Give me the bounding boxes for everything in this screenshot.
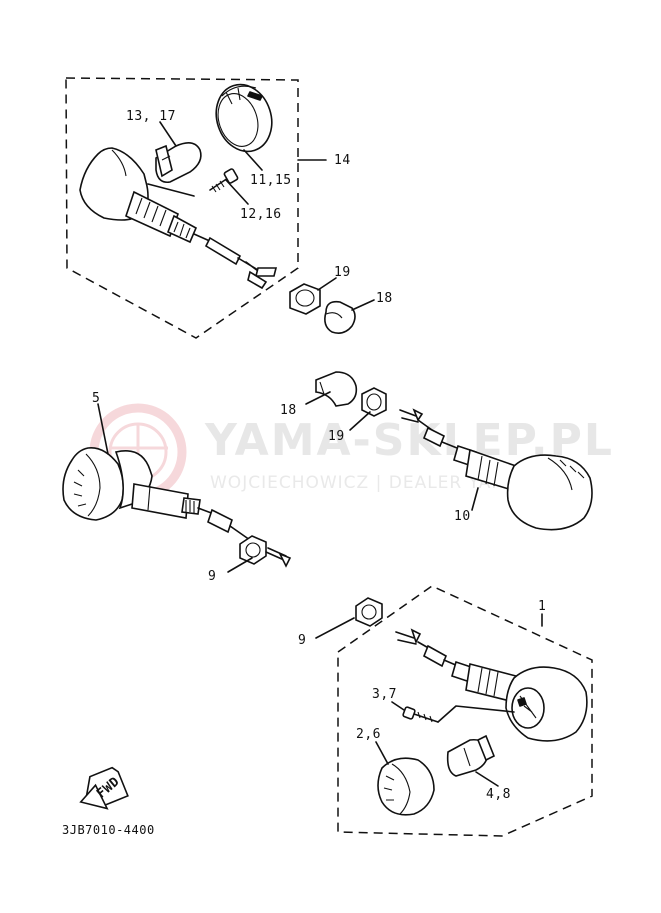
flasher-left-mid: [62, 447, 251, 541]
nut-bottom: [355, 597, 383, 627]
callout-12-16: 12,16: [240, 207, 282, 222]
callout-5: 5: [92, 391, 100, 406]
screw-top: [209, 168, 239, 193]
callout-9-mid: 9: [208, 569, 216, 584]
leader-11-15: [243, 149, 263, 171]
lens-ring-top: [215, 83, 273, 153]
terminals-mid-left: [265, 547, 292, 568]
leader-19-top: [317, 277, 337, 291]
bottom-assembly: [337, 585, 593, 837]
grommet-mid: [315, 371, 358, 407]
fwd-arrow-icon: FWD: [79, 766, 129, 810]
leader-assembly-pointer: [147, 183, 195, 197]
callout-19-top: 19: [334, 265, 351, 280]
leader-19-mid: [349, 411, 371, 431]
nut-mid-right: [361, 387, 387, 417]
callout-18-mid: 18: [280, 403, 297, 418]
callout-1: 1: [538, 599, 546, 614]
callout-9-bot: 9: [298, 633, 306, 648]
bottom-assembly-outline: [337, 585, 593, 837]
callout-11-15: 11,15: [250, 173, 292, 188]
lens-bottom: [377, 757, 435, 816]
leader-screw-pointer: [437, 705, 515, 723]
leader-18-mid: [305, 391, 331, 405]
leader-10: [471, 487, 479, 511]
watermark: YAMA-SKLEP.PL WOJCIECHOWICZ | DEALER YAM…: [89, 403, 612, 501]
screw-bottom: [402, 706, 439, 723]
leader-5: [97, 403, 109, 455]
callout-2-6: 2,6: [356, 727, 381, 742]
flasher-right-mid: [399, 408, 593, 531]
leader-2-6: [375, 741, 389, 765]
nut-mid-left: [239, 535, 267, 565]
callout-14: 14: [334, 153, 351, 168]
flasher-bottom: [395, 628, 588, 742]
leader-9-bot: [315, 617, 355, 639]
diagram-code: 3JB7010-4400: [62, 823, 155, 837]
callout-4-8: 4,8: [486, 787, 511, 802]
leader-13-17: [159, 121, 177, 147]
flasher-body-top: [79, 147, 278, 290]
leader-9-mid: [227, 557, 253, 573]
bulb-bottom: [446, 734, 496, 777]
leader-18-top: [351, 299, 375, 311]
leader-12-16: [225, 179, 249, 205]
leader-4-8: [475, 771, 499, 787]
callout-10: 10: [454, 509, 471, 524]
watermark-subtitle: WOJCIECHOWICZ | DEALER YAMAHA: [210, 473, 546, 493]
callout-3-7: 3,7: [372, 687, 397, 702]
callout-19-mid: 19: [328, 429, 345, 444]
nut-top: [289, 283, 321, 315]
callout-13-17: 13, 17: [126, 109, 176, 124]
top-assembly-outline: [65, 77, 299, 339]
bulb-top: [155, 142, 202, 184]
leader-3-7: [391, 701, 405, 711]
top-assembly: [65, 77, 327, 339]
grommet-top: [324, 300, 356, 334]
callout-18-top: 18: [376, 291, 393, 306]
